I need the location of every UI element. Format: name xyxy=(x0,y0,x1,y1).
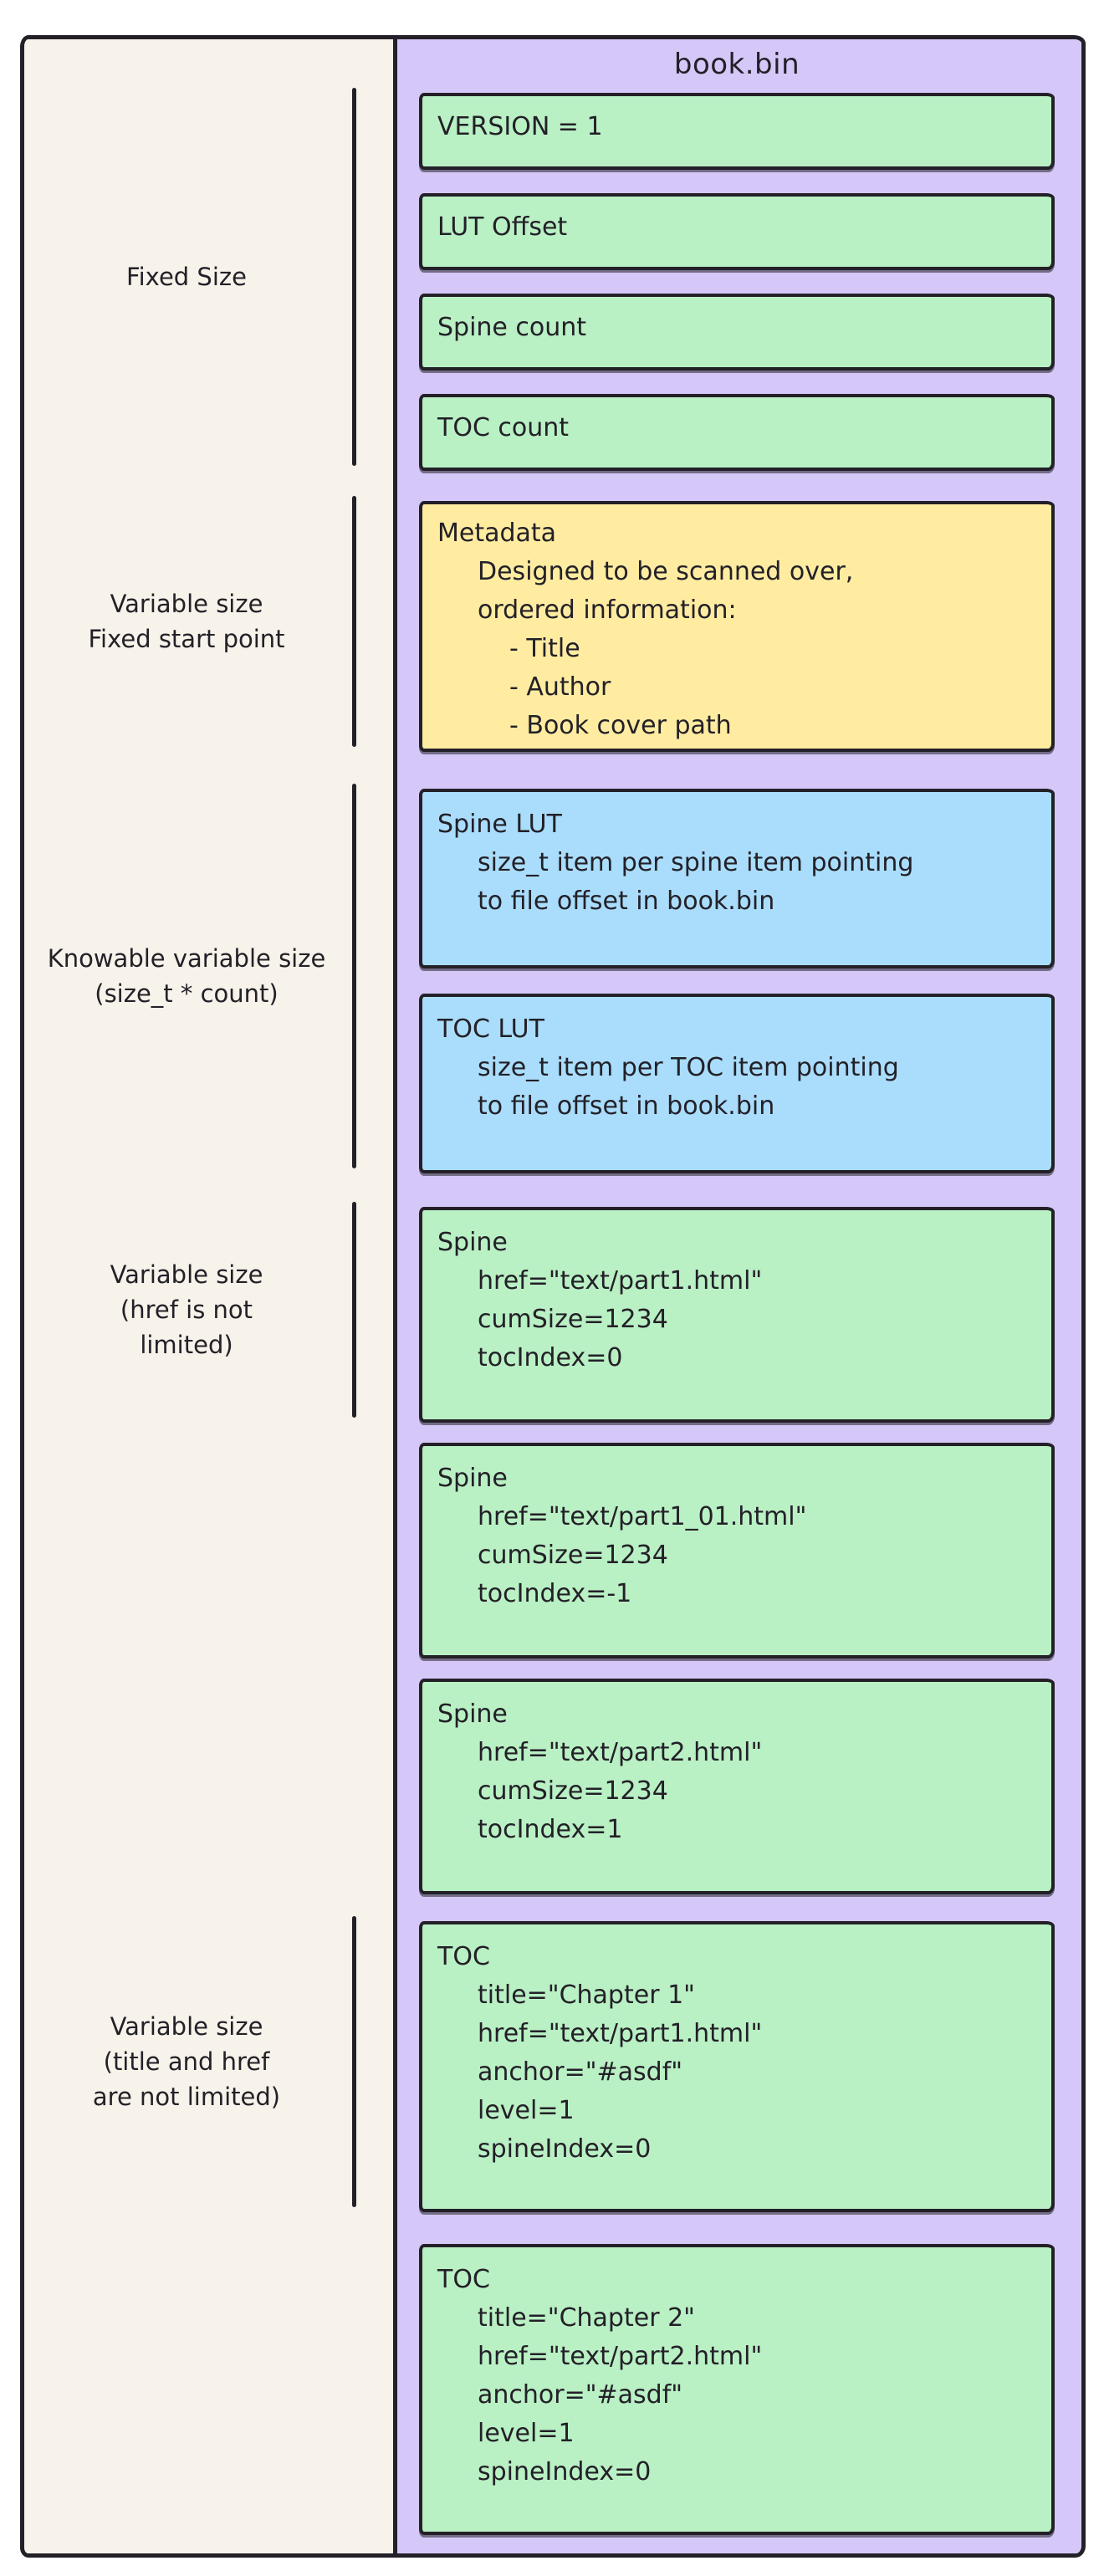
block-line: href="text/part1.html" xyxy=(478,2019,763,2048)
block-line: TOC xyxy=(437,2265,490,2294)
block-line: level=1 xyxy=(478,2419,575,2448)
block-line: Spine xyxy=(437,1699,508,1729)
block-line: Spine count xyxy=(437,313,587,342)
block-spine-2: Spine href="text/part1_01.html" cumSize=… xyxy=(419,1443,1055,1659)
block-line: cumSize=1234 xyxy=(478,1305,668,1334)
block-line: TOC LUT xyxy=(437,1015,544,1044)
bracket-line-metadata xyxy=(352,496,356,747)
annotation-line: Variable size xyxy=(110,2012,263,2041)
size-annotations-panel: Fixed Size Variable size Fixed start poi… xyxy=(24,39,393,2553)
annotation-toc-size: Variable size (title and href are not li… xyxy=(31,1916,342,2207)
annotation-fixed-size: Fixed Size xyxy=(31,88,342,466)
block-lut-offset: LUT Offset xyxy=(419,193,1055,270)
block-spine-lut: Spine LUT size_t item per spine item poi… xyxy=(419,789,1055,969)
annotation-spine-size: Variable size (href is not limited) xyxy=(31,1202,342,1418)
bracket-line-spine-items xyxy=(352,1202,356,1418)
block-line: tocIndex=1 xyxy=(478,1815,623,1844)
block-spine-count: Spine count xyxy=(419,294,1055,371)
block-line: spineIndex=0 xyxy=(478,2457,652,2487)
block-line: anchor="#asdf" xyxy=(478,2057,683,2087)
block-line: TOC xyxy=(437,1942,490,1971)
block-line: cumSize=1234 xyxy=(478,1776,668,1806)
block-line: anchor="#asdf" xyxy=(478,2380,683,2410)
annotation-line: limited) xyxy=(140,1331,233,1359)
annotation-line: (href is not xyxy=(120,1296,253,1324)
book-bin-file-panel: book.bin VERSION = 1 LUT Offset Spine co… xyxy=(393,39,1081,2553)
block-line: tocIndex=-1 xyxy=(478,1579,632,1608)
block-line: level=1 xyxy=(478,2096,575,2125)
annotation-metadata-size: Variable size Fixed start point xyxy=(31,496,342,747)
block-line: - Book cover path xyxy=(509,711,732,740)
bracket-line-luts xyxy=(352,784,356,1168)
annotation-line: Variable size xyxy=(110,590,263,618)
annotation-line: Fixed Size xyxy=(126,263,247,291)
block-toc-lut: TOC LUT size_t item per TOC item pointin… xyxy=(419,994,1055,1173)
block-line: - Title xyxy=(509,634,580,663)
annotation-line: (title and href xyxy=(103,2047,270,2076)
block-line: href="text/part1.html" xyxy=(478,1266,763,1296)
block-toc-1: TOC title="Chapter 1" href="text/part1.h… xyxy=(419,1921,1055,2212)
block-line: title="Chapter 1" xyxy=(478,1981,695,2010)
block-line: href="text/part1_01.html" xyxy=(478,1502,807,1531)
block-line: ordered information: xyxy=(478,595,737,625)
annotation-line: are not limited) xyxy=(92,2083,281,2111)
block-version: VERSION = 1 xyxy=(419,93,1055,170)
block-line: Spine xyxy=(437,1464,508,1493)
block-line: spineIndex=0 xyxy=(478,2134,652,2164)
block-line: Designed to be scanned over, xyxy=(478,557,854,586)
block-line: href="text/part2.html" xyxy=(478,2342,763,2371)
block-line: Spine LUT xyxy=(437,810,562,839)
block-line: to file offset in book.bin xyxy=(478,1091,775,1121)
bracket-line-header-fields xyxy=(352,88,356,466)
block-line: LUT Offset xyxy=(437,212,568,242)
block-line: tocIndex=0 xyxy=(478,1343,623,1372)
block-line: TOC count xyxy=(437,413,570,442)
block-line: to file offset in book.bin xyxy=(478,887,775,916)
bracket-line-toc-items xyxy=(352,1916,356,2207)
annotation-line: (size_t * count) xyxy=(95,979,279,1008)
block-line: title="Chapter 2" xyxy=(478,2303,695,2333)
block-line: cumSize=1234 xyxy=(478,1541,668,1570)
file-title: book.bin xyxy=(673,48,800,81)
block-toc-2: TOC title="Chapter 2" href="text/part2.h… xyxy=(419,2244,1055,2535)
block-line: Metadata xyxy=(437,519,557,548)
block-line: href="text/part2.html" xyxy=(478,1738,763,1767)
annotation-line: Knowable variable size xyxy=(47,944,326,973)
annotation-line: Variable size xyxy=(110,1260,263,1289)
block-line: Spine xyxy=(437,1228,508,1257)
block-spine-1: Spine href="text/part1.html" cumSize=123… xyxy=(419,1207,1055,1423)
book-bin-diagram: Fixed Size Variable size Fixed start poi… xyxy=(20,35,1086,2558)
block-line: - Author xyxy=(509,672,611,702)
block-spine-3: Spine href="text/part2.html" cumSize=123… xyxy=(419,1679,1055,1894)
block-line: size_t item per TOC item pointing xyxy=(478,1053,899,1082)
annotation-line: Fixed start point xyxy=(88,625,285,653)
annotation-lut-size: Knowable variable size (size_t * count) xyxy=(31,784,342,1168)
block-line: VERSION = 1 xyxy=(437,112,603,141)
block-line: size_t item per spine item pointing xyxy=(478,848,914,877)
block-toc-count: TOC count xyxy=(419,394,1055,471)
block-metadata: Metadata Designed to be scanned over, or… xyxy=(419,501,1055,752)
